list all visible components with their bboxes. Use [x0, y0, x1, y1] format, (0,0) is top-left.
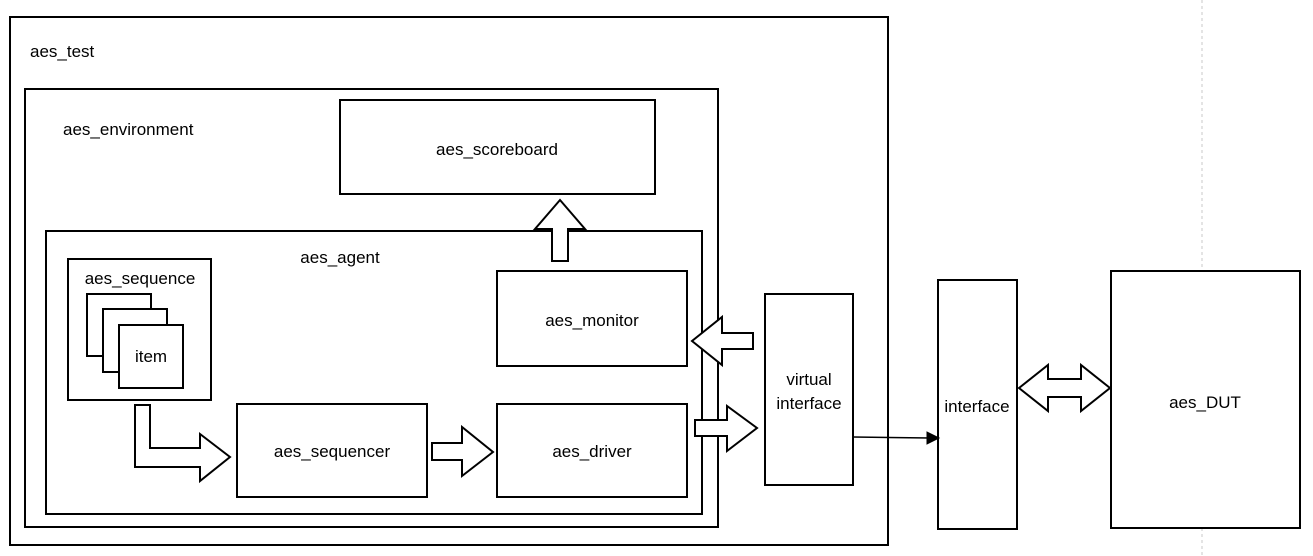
- aes-test-label: aes_test: [30, 42, 95, 61]
- vif-to-interface-line: [852, 436, 931, 439]
- item-label: item: [135, 347, 167, 366]
- interface-box[interactable]: [937, 279, 1018, 530]
- vif-to-interface-arrowhead: [926, 431, 941, 445]
- aes-sequence-label: aes_sequence: [85, 269, 196, 288]
- sequencer-to-driver-arrow: [431, 424, 495, 479]
- vif-to-monitor-arrow: [690, 314, 754, 368]
- aes-sequencer-box[interactable]: [236, 403, 428, 498]
- aes-environment-label: aes_environment: [63, 120, 194, 139]
- aes-dut-label: aes_DUT: [1169, 393, 1241, 412]
- aes-driver-label: aes_driver: [552, 442, 632, 461]
- aes-monitor-label: aes_monitor: [545, 311, 639, 330]
- monitor-to-scoreboard-arrow: [532, 198, 588, 262]
- virtual-interface-label-line2: interface: [776, 394, 841, 413]
- aes-monitor-box[interactable]: [496, 270, 688, 367]
- aes-scoreboard-label: aes_scoreboard: [436, 140, 558, 159]
- aes-scoreboard-box[interactable]: [339, 99, 656, 195]
- sequence-item-front[interactable]: [118, 324, 184, 389]
- virtual-interface-label-line1: virtual: [786, 370, 831, 389]
- aes-sequencer-label: aes_sequencer: [274, 442, 391, 461]
- sequence-to-sequencer-arrow: [134, 404, 232, 484]
- interface-label: interface: [944, 397, 1009, 416]
- driver-to-vif-arrow: [694, 404, 759, 454]
- aes-agent-label: aes_agent: [300, 248, 380, 267]
- aes-dut-box[interactable]: [1110, 270, 1301, 529]
- virtual-interface-box[interactable]: [764, 293, 854, 486]
- interface-dut-bidirectional-arrow: [1017, 362, 1112, 414]
- aes-driver-box[interactable]: [496, 403, 688, 498]
